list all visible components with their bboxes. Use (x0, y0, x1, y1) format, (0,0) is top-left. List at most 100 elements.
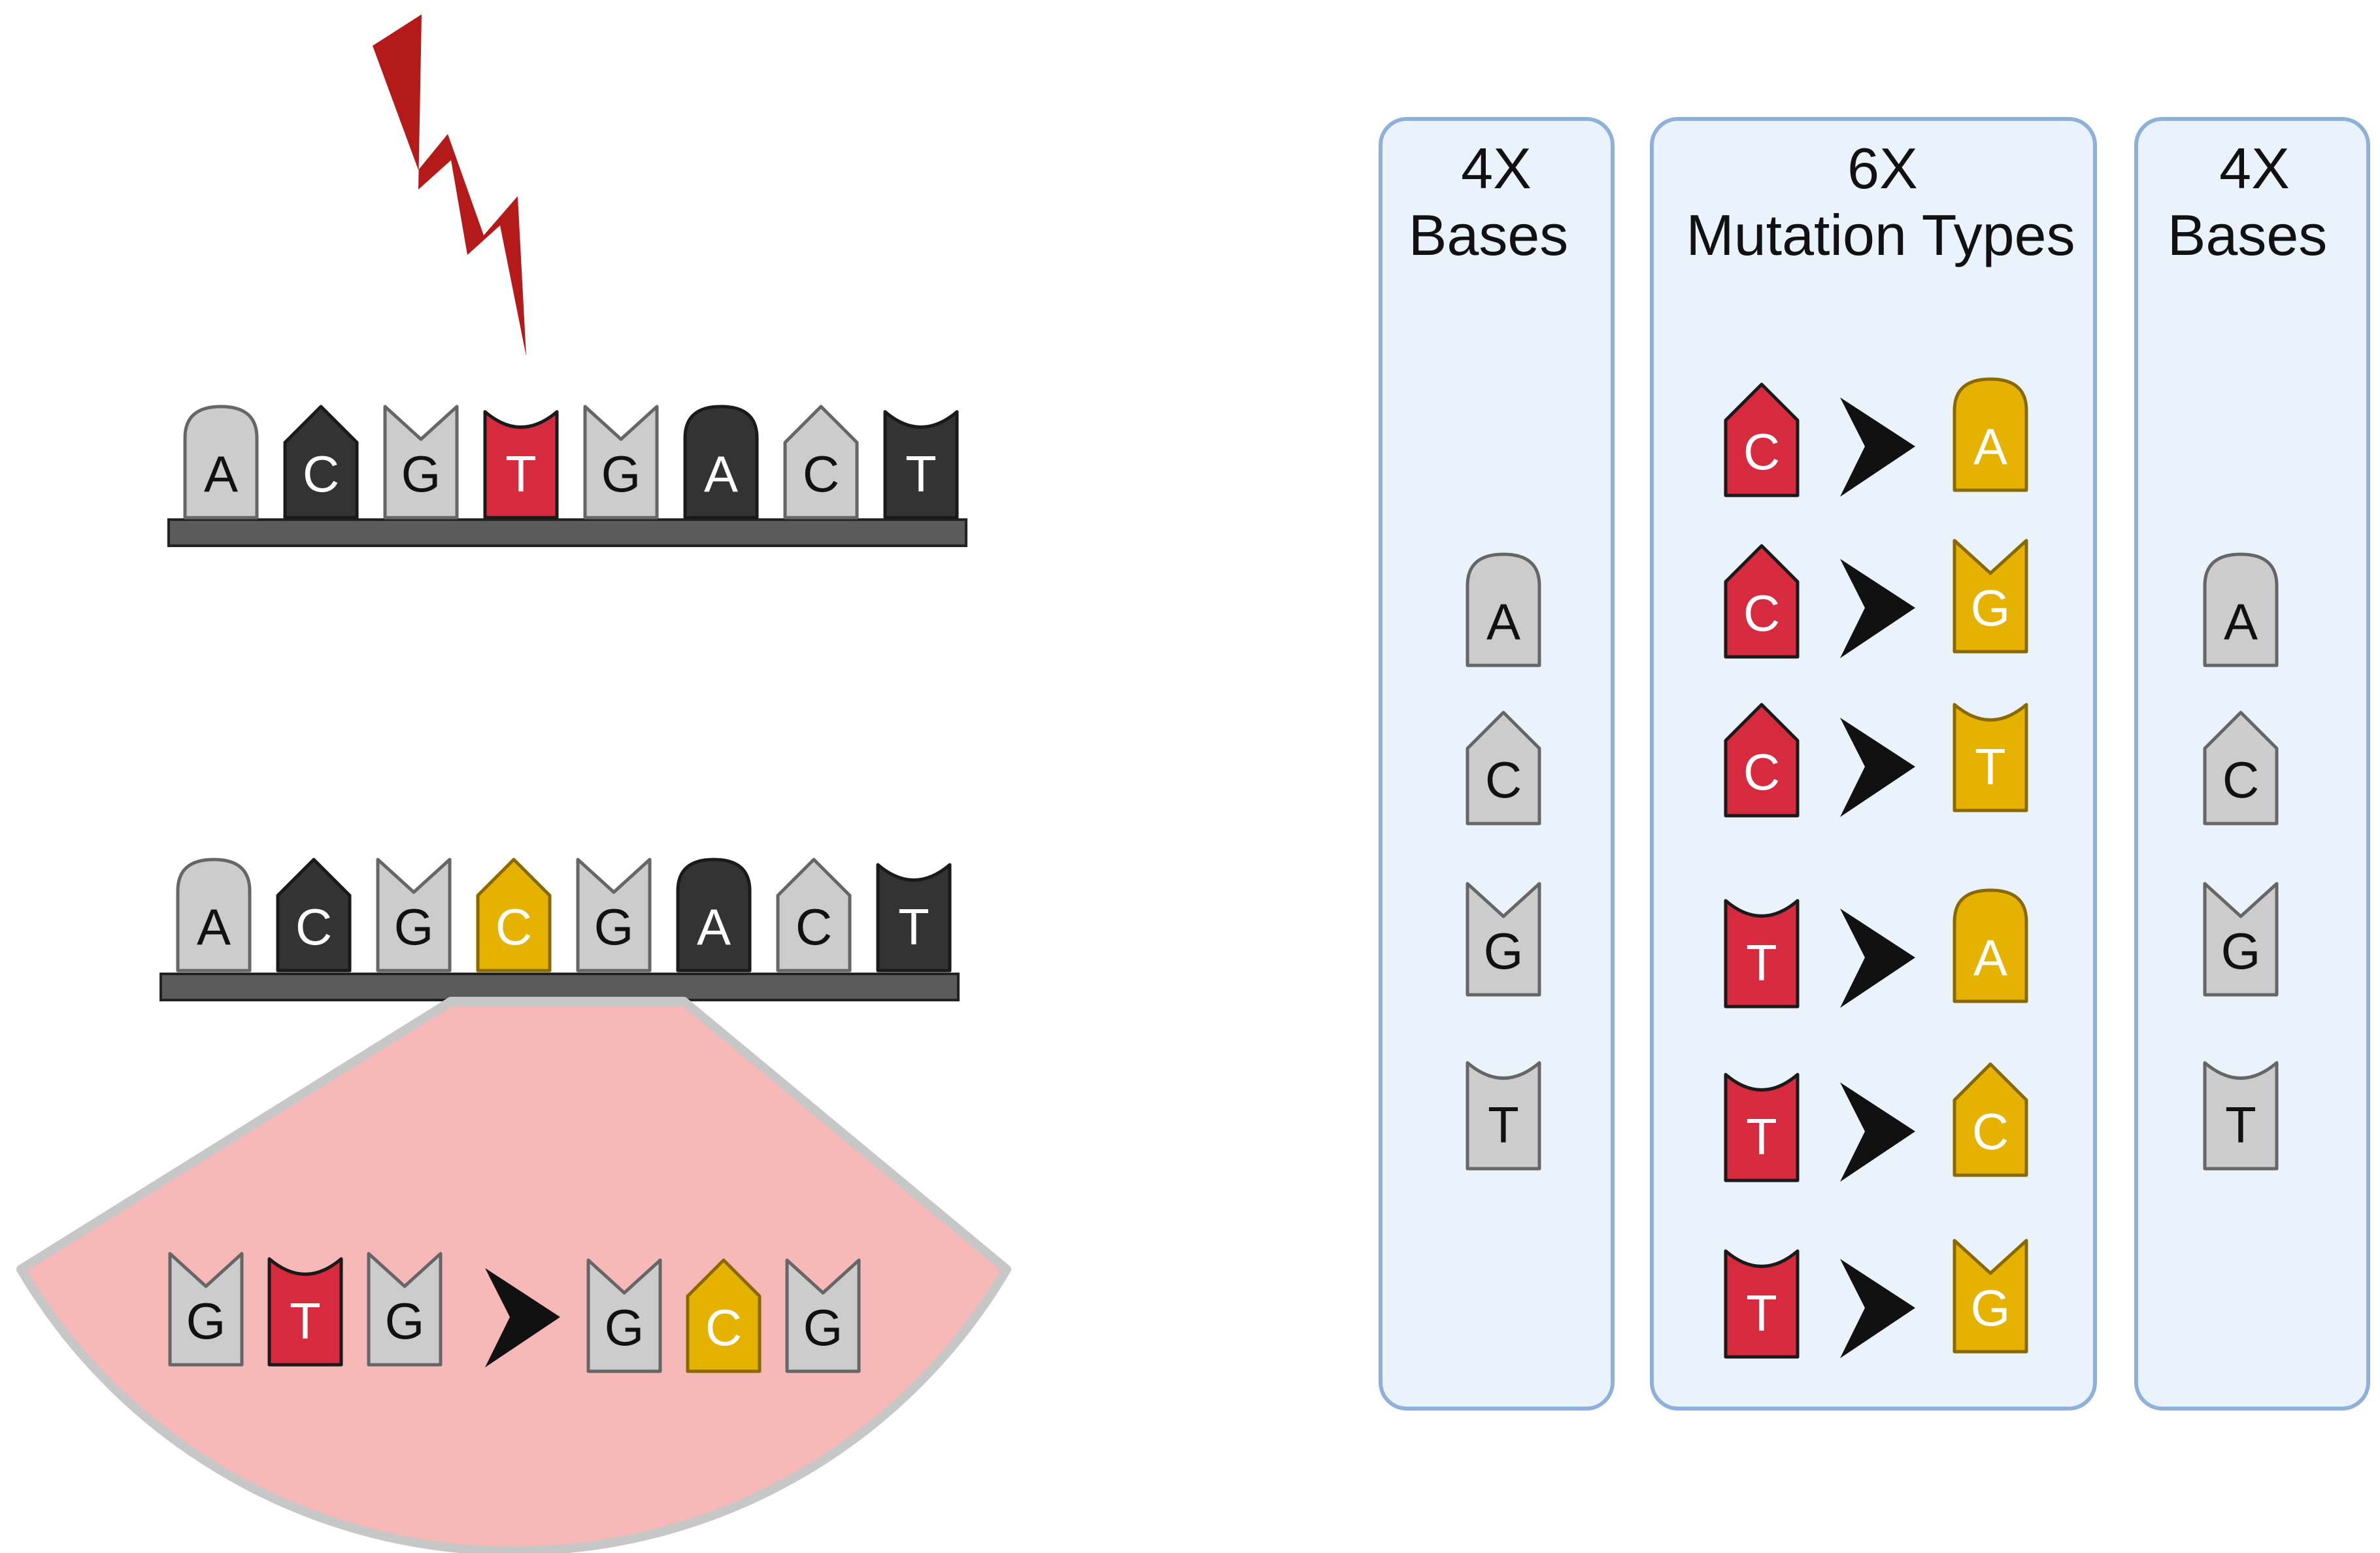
base-letter: T (1746, 1108, 1777, 1165)
base-letter: G (803, 1299, 843, 1356)
base-letter: G (594, 898, 634, 956)
base-shape (2203, 552, 2279, 667)
base-g-4: G (576, 858, 652, 973)
base-letter: C (796, 898, 832, 956)
base-letter: A (704, 445, 738, 503)
base-letter: T (905, 445, 937, 503)
base-g-to: G (1953, 539, 2028, 654)
base-t-from: T (1724, 899, 1800, 1009)
base-c-1: C (276, 858, 352, 973)
base-shape (376, 858, 452, 973)
base-letter: C (1485, 751, 1522, 809)
base-t-from: T (1724, 1249, 1800, 1359)
base-letter: A (197, 898, 231, 956)
base-g-2: G (367, 1252, 443, 1367)
base-a-to: A (1953, 888, 2028, 1003)
base-letter: G (605, 1299, 645, 1356)
base-c-to: C (1953, 1062, 2028, 1177)
base-shape (1466, 552, 1541, 667)
base-letter: C (803, 445, 839, 503)
base-letter: A (1973, 929, 2007, 986)
base-c-1: C (2203, 710, 2279, 826)
base-c-from: C (1724, 703, 1800, 818)
base-shape (576, 858, 652, 973)
base-g-2: G (1466, 882, 1541, 997)
base-t-3: T (2203, 1061, 2279, 1171)
base-shape (883, 410, 959, 520)
base-letter: G (2221, 922, 2261, 980)
panel-title-line1: 4X (2219, 136, 2290, 201)
base-letter: G (394, 898, 434, 956)
dna-backbone (167, 518, 967, 547)
base-shape (583, 405, 659, 520)
base-letter: G (385, 1292, 425, 1350)
panel-title-line2: Bases (1409, 203, 1569, 267)
base-letter: C (303, 445, 339, 503)
base-letter: C (1743, 743, 1780, 801)
base-shape (1953, 888, 2028, 1003)
base-letter: A (204, 445, 238, 503)
base-t-from: T (1724, 1073, 1800, 1182)
base-a-0: A (2203, 552, 2279, 667)
base-a-5: A (676, 858, 752, 973)
arrow-icon (485, 1268, 560, 1367)
base-letter: T (290, 1292, 321, 1350)
base-shape (1724, 899, 1800, 1009)
panel-title-line1: 4X (1461, 136, 1532, 201)
base-c-3: C (476, 858, 552, 973)
base-shape (1724, 1249, 1800, 1359)
base-letter: T (1488, 1096, 1519, 1154)
base-letter: G (1971, 1279, 2011, 1337)
base-shape (683, 405, 759, 520)
base-shape (168, 1252, 244, 1367)
base-shape (2203, 1061, 2279, 1171)
panel-title-line2: Mutation Types (1686, 203, 2075, 267)
base-shape (1953, 539, 2028, 654)
base-g-4: G (583, 405, 659, 520)
base-letter: T (898, 898, 930, 956)
base-g-0: G (168, 1252, 244, 1367)
base-shape (267, 1257, 343, 1367)
base-shape (283, 405, 359, 520)
base-shape (785, 1258, 861, 1373)
base-c-from: C (1724, 382, 1800, 497)
base-c-4: C (686, 1258, 762, 1373)
dna-backbone (159, 973, 960, 1001)
base-a-5: A (683, 405, 759, 520)
base-shape (1724, 1073, 1800, 1182)
zoom-fan (16, 997, 1011, 1553)
base-letter: C (2222, 751, 2259, 809)
base-g-2: G (2203, 882, 2279, 997)
base-shape (176, 858, 252, 973)
base-t-7: T (876, 863, 952, 973)
panel-title-line1: 6X (1847, 136, 1918, 201)
arrow-icon (1840, 1259, 1915, 1358)
base-shape (586, 1258, 662, 1373)
base-letter: A (2224, 593, 2258, 650)
arrow-icon (1840, 718, 1915, 817)
base-shape (1953, 703, 2028, 812)
lightning-bolt-icon (373, 14, 526, 356)
base-shape (2203, 882, 2279, 997)
base-shape (1724, 544, 1800, 659)
base-t-1: T (267, 1257, 343, 1367)
base-shape (1953, 377, 2028, 492)
base-g-to: G (1953, 1239, 2028, 1354)
base-letter: A (1486, 593, 1520, 650)
base-letter: T (1746, 1284, 1777, 1342)
base-shape (776, 858, 852, 973)
base-a-0: A (183, 405, 259, 520)
base-letter: T (2225, 1096, 2256, 1154)
base-a-0: A (176, 858, 252, 973)
base-shape (686, 1258, 762, 1373)
base-shape (876, 863, 952, 973)
